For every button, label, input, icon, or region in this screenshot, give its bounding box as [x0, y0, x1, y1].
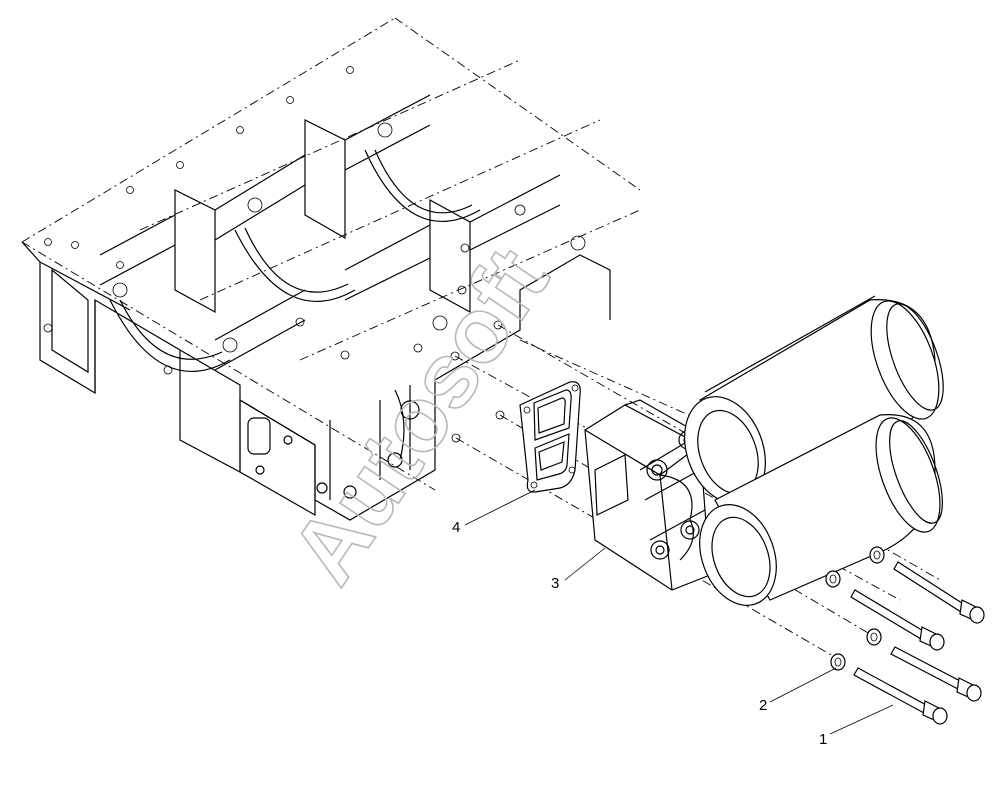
- bolt: [893, 561, 985, 624]
- callout-4: 4: [452, 519, 460, 536]
- bolt: [850, 589, 945, 651]
- filter-canisters: [684, 295, 944, 606]
- bolt: [890, 646, 982, 702]
- bolt: [853, 667, 948, 725]
- engine-block: [21, 17, 641, 521]
- gasket: [519, 381, 581, 493]
- callouts: 1 2 3 4: [452, 519, 827, 748]
- leader-lines: [464, 489, 894, 735]
- callout-3: 3: [551, 575, 559, 592]
- washers: [825, 546, 885, 671]
- callout-2: 2: [759, 697, 767, 714]
- callout-1: 1: [819, 731, 827, 748]
- bolts: [850, 561, 985, 725]
